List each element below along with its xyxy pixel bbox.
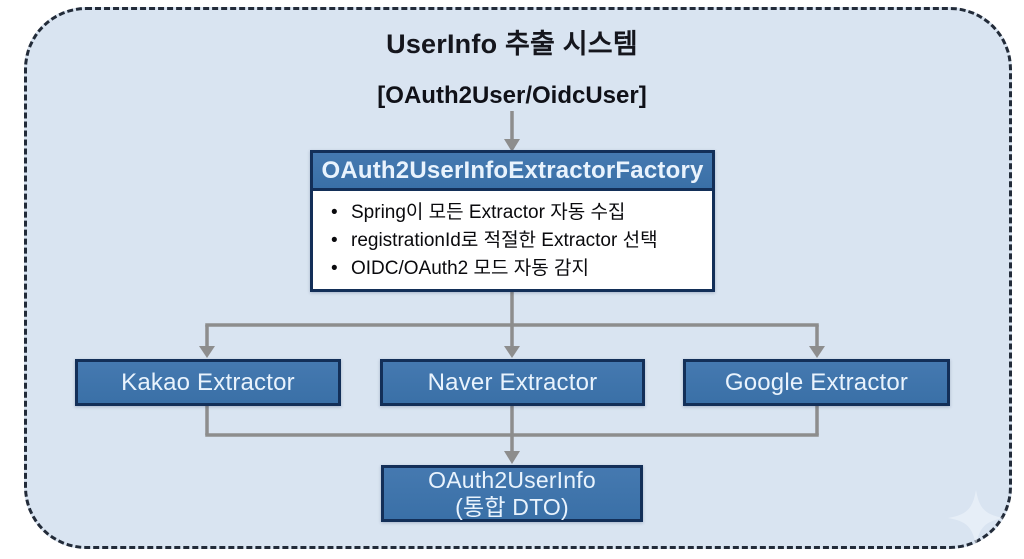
- input-object-label: [OAuth2User/OidcUser]: [377, 82, 647, 109]
- sparkle-watermark-icon: [948, 490, 1004, 546]
- factory-bullet: OIDC/OAuth2 모드 자동 감지: [329, 255, 702, 283]
- result-node: OAuth2UserInfo (통합 DTO): [381, 465, 643, 522]
- extractor-node-google: Google Extractor: [683, 359, 950, 406]
- extractor-node-kakao: Kakao Extractor: [75, 359, 341, 406]
- extractor-node-label: Naver Extractor: [427, 368, 598, 396]
- diagram-title: UserInfo 추출 시스템: [386, 29, 638, 59]
- extractor-node-naver: Naver Extractor: [380, 359, 645, 406]
- result-node-title: OAuth2UserInfo: [428, 466, 596, 493]
- extractor-node-label: Google Extractor: [724, 368, 909, 396]
- factory-bullet: Spring이 모든 Extractor 자동 수집: [329, 199, 702, 227]
- factory-bullet: registrationId로 적절한 Extractor 선택: [329, 227, 702, 255]
- result-node-subtitle: (통합 DTO): [455, 493, 569, 520]
- factory-node: OAuth2UserInfoExtractorFactory Spring이 모…: [310, 150, 715, 292]
- factory-node-details: Spring이 모든 Extractor 자동 수집 registrationI…: [313, 191, 712, 289]
- extractor-node-label: Kakao Extractor: [121, 368, 295, 396]
- factory-node-title: OAuth2UserInfoExtractorFactory: [313, 153, 712, 191]
